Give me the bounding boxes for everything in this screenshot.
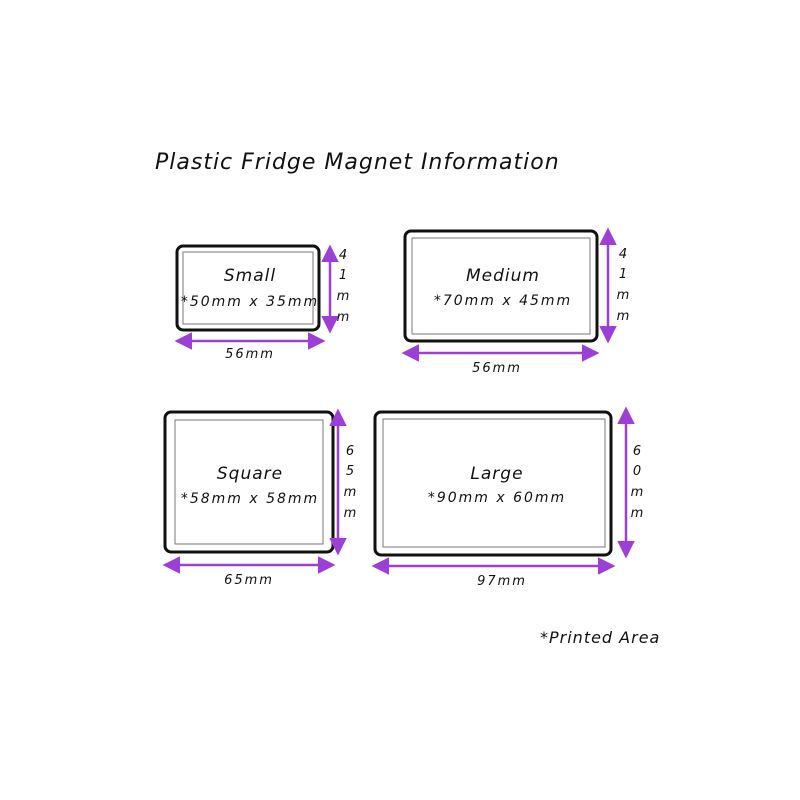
height-label-char: m <box>337 310 350 325</box>
magnet-outline <box>373 410 613 557</box>
height-label-char: m <box>617 288 630 303</box>
printed-area-size: *58mm x 58mm <box>181 491 319 507</box>
printed-area-footnote: *Printed Area <box>540 628 661 647</box>
height-label-char: 6 <box>346 444 354 459</box>
height-label-char: 1 <box>339 268 347 283</box>
width-label: 97mm <box>477 574 527 589</box>
height-label-char: 4 <box>619 247 627 262</box>
printed-area-outline <box>411 237 591 335</box>
height-label-char: m <box>631 485 644 500</box>
height-label-char: m <box>631 506 644 521</box>
height-label-char: m <box>337 289 350 304</box>
magnet-name: Large <box>470 464 523 484</box>
width-label: 65mm <box>224 573 274 588</box>
magnet-name: Small <box>224 266 276 286</box>
magnet-medium: Medium *70mm x 45mm 56mm 4 1 m m <box>401 227 630 376</box>
height-label-char: m <box>617 309 630 324</box>
height-label-char: 1 <box>619 267 627 282</box>
height-label-char: 4 <box>339 248 347 263</box>
magnet-name: Medium <box>466 266 540 286</box>
magnet-outline <box>403 229 599 343</box>
height-label-char: 6 <box>633 444 641 459</box>
height-label-char: 5 <box>346 464 354 479</box>
printed-area-outline <box>182 251 314 325</box>
page-title: Plastic Fridge Magnet Information <box>155 150 560 175</box>
height-label-char: m <box>344 485 357 500</box>
width-label: 56mm <box>225 347 275 362</box>
height-label-char: m <box>344 506 357 521</box>
magnet-square: Square *58mm x 58mm 65mm 6 5 m m <box>162 408 357 588</box>
printed-area-outline <box>174 419 324 545</box>
printed-area-outline <box>382 418 606 548</box>
printed-area-size: *90mm x 60mm <box>428 490 566 506</box>
printed-area-size: *70mm x 45mm <box>434 293 572 309</box>
printed-area-size: *50mm x 35mm <box>181 294 319 310</box>
magnet-name: Square <box>217 464 283 484</box>
height-label-char: 0 <box>633 464 641 479</box>
magnet-outline <box>175 244 321 332</box>
magnet-large: Large *90mm x 60mm 97mm 6 0 m m <box>371 406 644 589</box>
magnet-small: Small *50mm x 35mm 56mm 4 1 m m <box>174 244 350 362</box>
width-label: 56mm <box>472 361 522 376</box>
